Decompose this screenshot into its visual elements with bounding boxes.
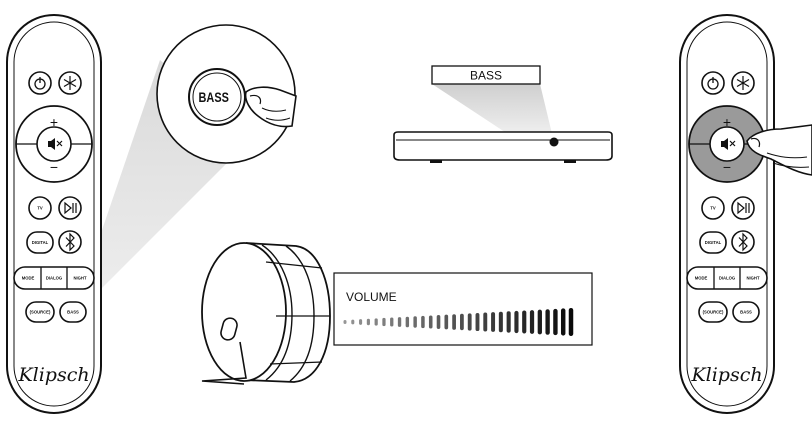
finger-icon xyxy=(746,124,812,176)
digital-button-label: DIGITAL xyxy=(705,240,722,245)
bluetooth-button[interactable] xyxy=(731,230,755,254)
volume-bar xyxy=(560,308,566,336)
volume-bar xyxy=(529,310,535,334)
volume-bar xyxy=(553,308,558,336)
soundbar xyxy=(393,131,613,163)
remote-right: + − TV DIGITAL xyxy=(679,14,812,414)
digital-button-label: DIGITAL xyxy=(32,240,49,245)
volume-bar xyxy=(467,313,472,331)
soundbar-bass-label: BASS xyxy=(470,69,502,83)
bass-button[interactable]: BASS xyxy=(732,301,760,323)
play-pause-button[interactable] xyxy=(731,196,755,220)
volume-bar xyxy=(366,318,370,326)
volume-bar xyxy=(452,314,456,330)
volume-bar xyxy=(444,314,449,330)
soundbar-led-icon xyxy=(549,137,559,147)
volume-bar xyxy=(351,319,355,325)
volume-panel: VOLUME xyxy=(333,272,593,346)
volume-bar xyxy=(374,318,378,326)
light-button[interactable] xyxy=(58,71,82,95)
volume-bar xyxy=(397,317,402,327)
mode-button[interactable]: MODE xyxy=(695,276,708,281)
volume-bar-meter xyxy=(343,308,574,336)
dialog-button[interactable]: DIALOG xyxy=(719,276,735,281)
zoomed-bass-label: BASS xyxy=(199,90,229,106)
night-button[interactable]: NIGHT xyxy=(746,276,759,281)
volume-bar xyxy=(522,310,527,334)
soundbar-callout: BASS xyxy=(393,65,613,163)
finger-icon xyxy=(244,86,297,128)
dialog-button[interactable]: DIALOG xyxy=(46,276,62,281)
light-button[interactable] xyxy=(731,71,755,95)
volume-bar xyxy=(405,316,410,328)
volume-ring-highlighted[interactable]: + − xyxy=(688,105,766,183)
power-button[interactable] xyxy=(28,71,52,95)
volume-down-icon: − xyxy=(723,159,731,175)
remote-left: + − TV DIGITAL xyxy=(6,14,102,414)
brand-logo: Klipsch xyxy=(17,364,89,386)
mode-dialog-night-bar: MODE DIALOG NIGHT xyxy=(13,266,95,290)
volume-bar xyxy=(514,310,519,334)
indicator-beam xyxy=(432,84,554,142)
volume-ring[interactable]: + − xyxy=(15,105,93,183)
volume-down-icon: − xyxy=(50,159,58,175)
bass-button-label: BASS xyxy=(67,310,79,315)
volume-bar xyxy=(359,319,363,325)
volume-bar xyxy=(506,311,511,333)
bluetooth-button[interactable] xyxy=(58,230,82,254)
volume-bar xyxy=(382,317,386,327)
play-pause-button[interactable] xyxy=(58,196,82,220)
tv-button[interactable]: TV xyxy=(28,196,52,220)
volume-bar xyxy=(537,309,542,335)
volume-bar xyxy=(390,317,394,327)
night-button[interactable]: NIGHT xyxy=(73,276,86,281)
volume-up-icon: + xyxy=(723,114,731,130)
tv-button-label: TV xyxy=(710,206,716,211)
bass-button-label: BASS xyxy=(740,310,752,315)
volume-bar xyxy=(413,316,417,328)
digital-button[interactable]: DIGITAL xyxy=(26,231,54,254)
mode-dialog-night-bar: MODE DIALOG NIGHT xyxy=(686,266,768,290)
digital-button[interactable]: DIGITAL xyxy=(699,231,727,254)
volume-bar xyxy=(475,312,480,332)
volume-bar xyxy=(483,312,488,332)
zoomed-bass-button: BASS xyxy=(188,68,246,126)
power-button[interactable] xyxy=(701,71,725,95)
mute-icon xyxy=(721,138,736,150)
bass-button[interactable]: BASS xyxy=(59,301,87,323)
volume-bar xyxy=(491,312,496,332)
brand-logo: Klipsch xyxy=(690,364,762,386)
tv-button[interactable]: TV xyxy=(701,196,725,220)
mode-button[interactable]: MODE xyxy=(22,276,35,281)
zoom-callout: BASS xyxy=(156,24,297,164)
volume-bar xyxy=(460,313,464,331)
volume-bar xyxy=(428,315,433,329)
volume-bar xyxy=(343,320,347,324)
volume-up-icon: + xyxy=(50,114,58,130)
volume-label: VOLUME xyxy=(346,290,397,304)
source-button-label: (SOURCE) xyxy=(703,310,724,315)
volume-dial-icon xyxy=(201,242,331,385)
source-button-label: (SOURCE) xyxy=(30,310,51,315)
volume-bar xyxy=(436,315,441,329)
mute-icon xyxy=(48,138,63,150)
volume-bar xyxy=(421,315,425,329)
volume-bar xyxy=(498,311,503,333)
volume-bar xyxy=(545,309,550,335)
volume-bar xyxy=(568,308,574,336)
source-button[interactable]: (SOURCE) xyxy=(698,301,728,323)
tv-button-label: TV xyxy=(37,206,43,211)
source-button[interactable]: (SOURCE) xyxy=(25,301,55,323)
